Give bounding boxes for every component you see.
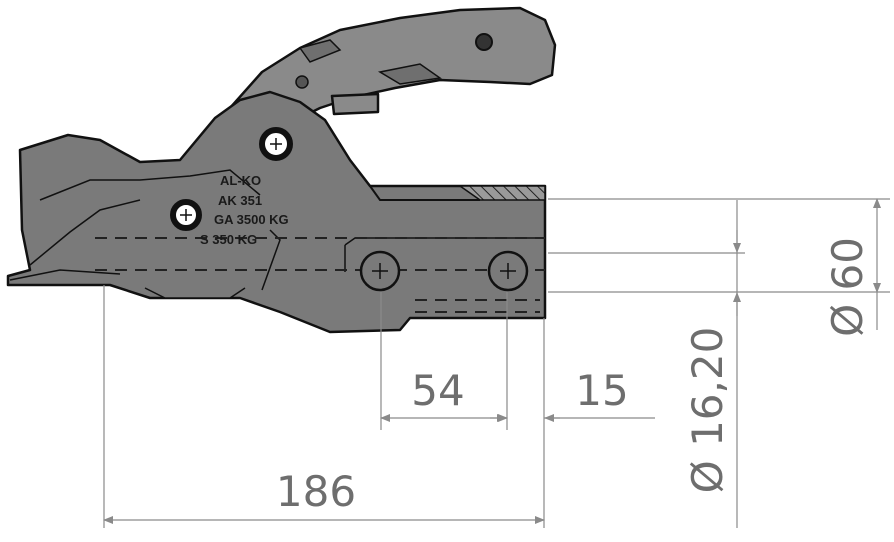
hatched-section: [457, 185, 546, 201]
marking-line-2: AK 351: [218, 193, 262, 208]
mounting-hole-right: [487, 250, 529, 292]
marking-line-3: GA 3500 KG: [214, 212, 289, 227]
marking-line-4: S 350 KG: [200, 232, 257, 247]
handle-lever: [228, 6, 557, 120]
mounting-hole-left: [359, 250, 401, 292]
middle-bolt-hole: [170, 199, 202, 231]
dim-text-60: Ø 60: [823, 237, 872, 337]
dim-text-186: 186: [276, 467, 356, 516]
dim-text-54: 54: [411, 366, 464, 415]
upper-bolt-hole: [259, 127, 293, 161]
dim-text-15: 15: [575, 366, 628, 415]
handle-rivet: [475, 33, 493, 51]
coupling-illustration: AL-KO AK 351 GA 3500 KG S 350 KG: [6, 6, 557, 334]
marking-line-1: AL-KO: [220, 173, 261, 188]
dimensions: 54 15 186 Ø 16,20 Ø 60: [103, 198, 890, 528]
dim-text-16-20: Ø 16,20: [683, 327, 732, 494]
coupling-housing: [6, 90, 547, 334]
